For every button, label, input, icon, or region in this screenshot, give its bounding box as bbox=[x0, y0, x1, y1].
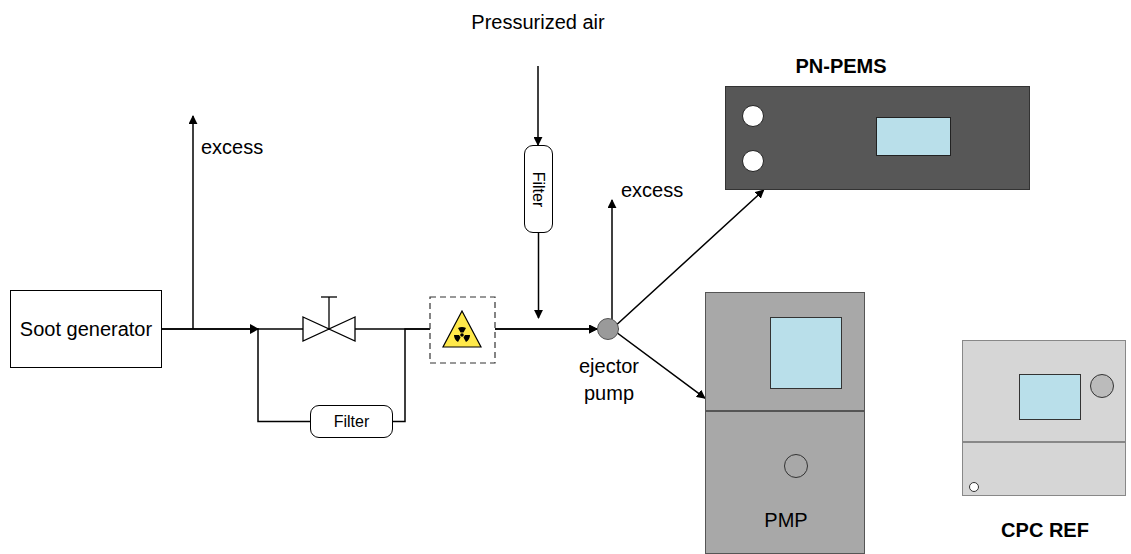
knob bbox=[742, 105, 764, 127]
node-label: CPC REF bbox=[963, 517, 1127, 544]
node-label: PMP bbox=[706, 507, 866, 534]
ejector-pump: ejector pump bbox=[597, 318, 619, 340]
excess-label: excess bbox=[621, 177, 711, 204]
instrument-box: PN-PEMS bbox=[725, 86, 1030, 190]
air-label: Pressurized air bbox=[458, 6, 618, 38]
node-label: PN-PEMS bbox=[726, 53, 956, 80]
node-label: ejector pump bbox=[564, 353, 654, 407]
excess-label: excess bbox=[201, 134, 291, 161]
inlet-port bbox=[784, 454, 808, 478]
inlet-port bbox=[969, 482, 979, 492]
screen bbox=[876, 117, 951, 156]
panel-line bbox=[963, 441, 1125, 443]
flow-arrowhead bbox=[250, 324, 259, 334]
neutralizer-symbol bbox=[430, 297, 495, 363]
excess-arrow bbox=[192, 116, 194, 329]
knob bbox=[742, 150, 764, 172]
panel-line bbox=[706, 410, 864, 412]
valve-symbol bbox=[303, 297, 355, 341]
node-label: Filter bbox=[525, 171, 552, 207]
filter-box: Filter bbox=[310, 405, 393, 438]
screen bbox=[1019, 374, 1081, 420]
node-label: Soot generator bbox=[20, 316, 152, 343]
instrument-box: PMP bbox=[705, 292, 865, 554]
air-inlet-arrow bbox=[537, 66, 539, 145]
flow-line bbox=[162, 329, 310, 422]
screen bbox=[770, 317, 842, 389]
generator-box: Soot generator bbox=[10, 290, 162, 368]
node-label: Filter bbox=[334, 408, 370, 435]
flow-line bbox=[538, 233, 540, 318]
instrument-box: CPC REF bbox=[962, 340, 1126, 496]
excess-arrow bbox=[611, 200, 613, 329]
filter-box: Filter bbox=[524, 145, 553, 233]
knob bbox=[1090, 374, 1114, 398]
